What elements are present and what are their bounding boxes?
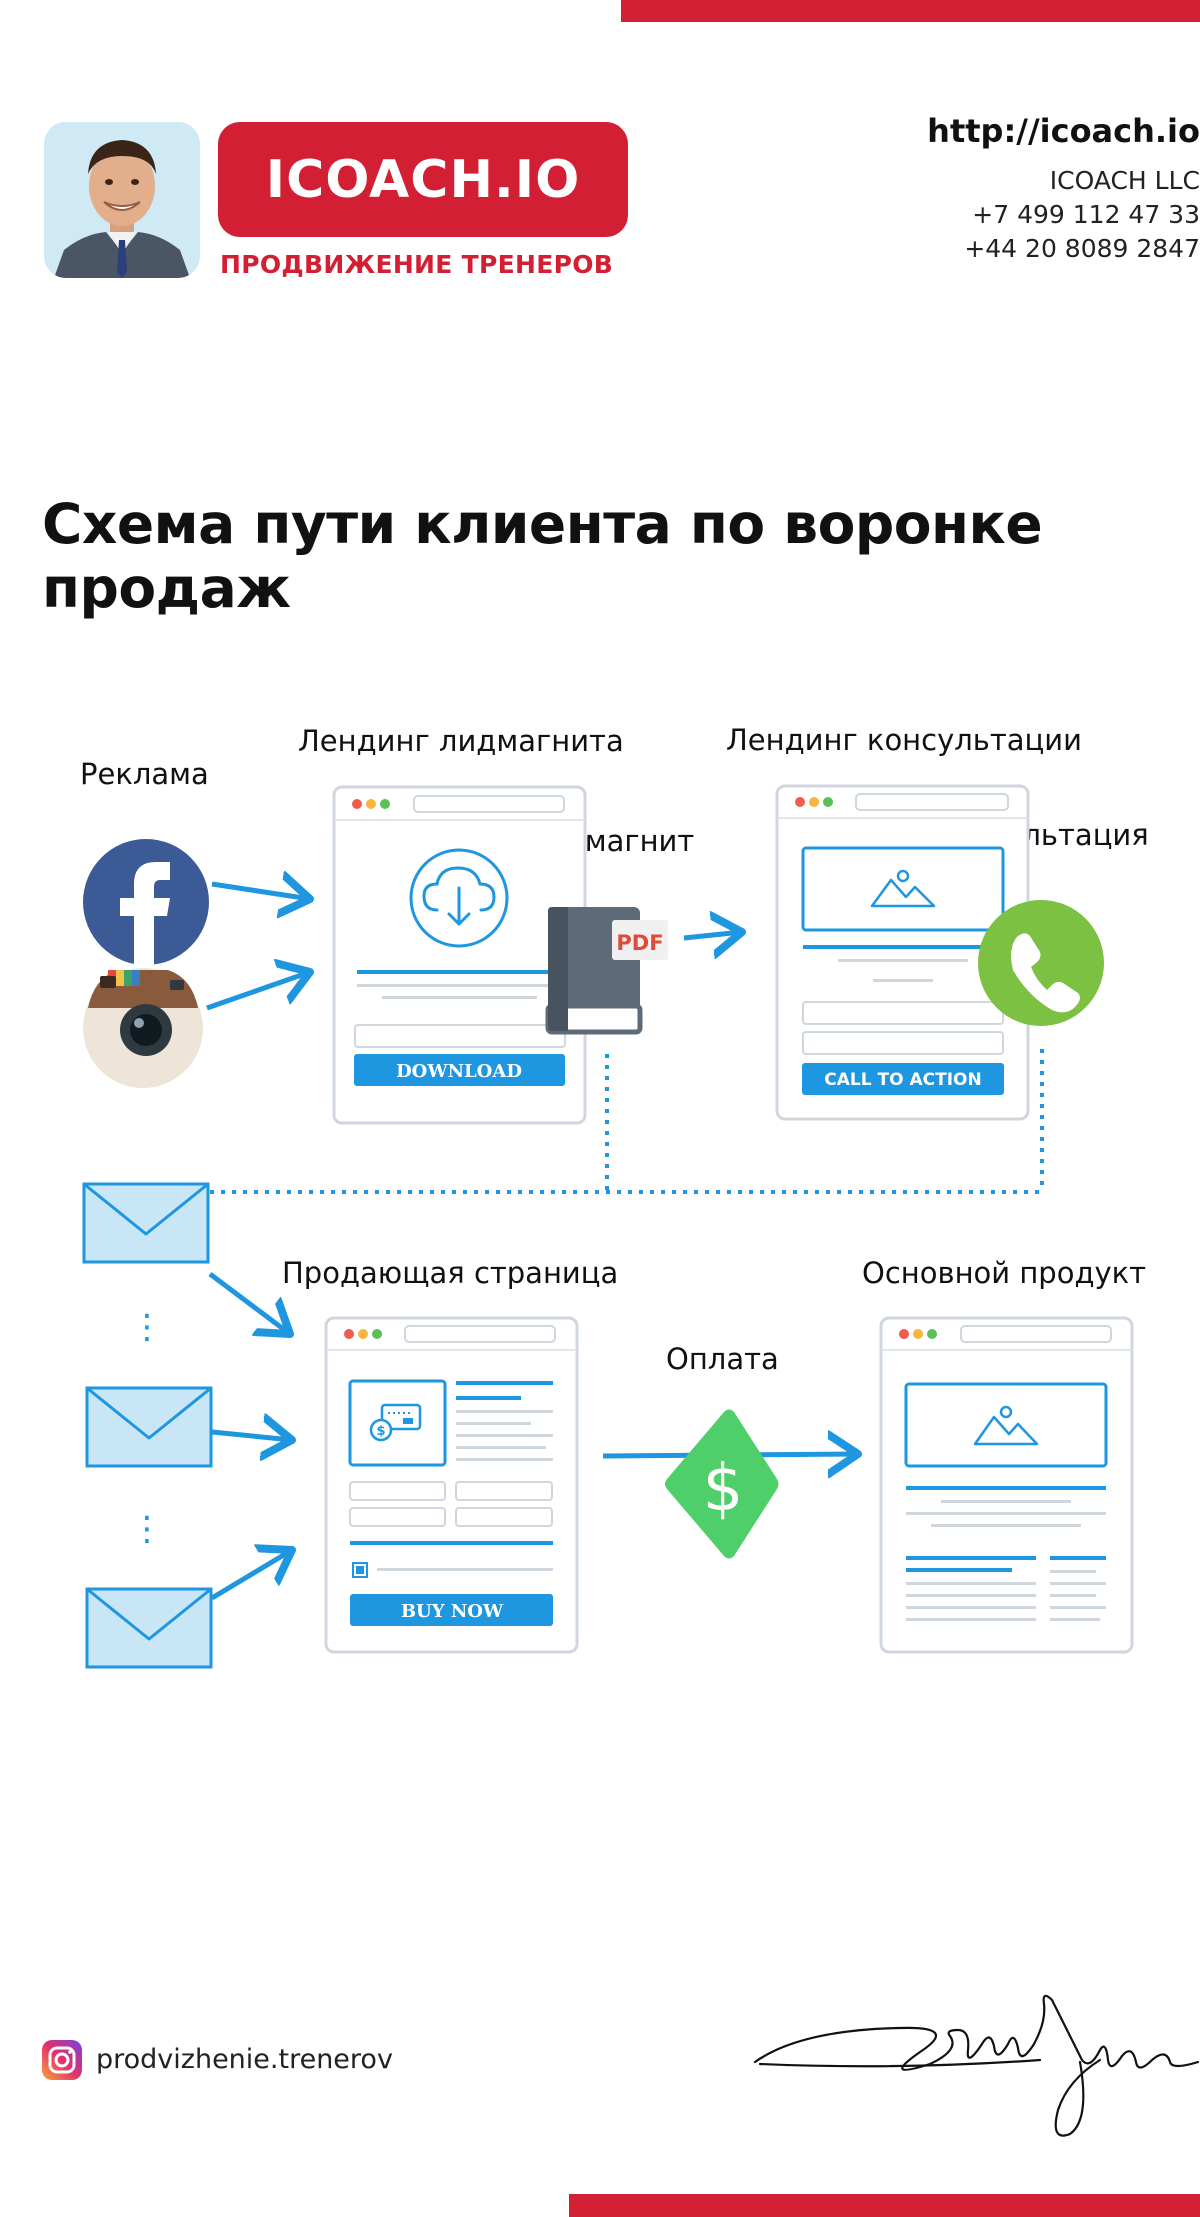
pdf-label: PDF: [616, 931, 663, 955]
consult-landing-label: Лендинг консультации: [726, 723, 1082, 757]
contact-block: http://icoach.io ICOACH LLC +7 499 112 4…: [840, 112, 1200, 266]
cta-button-label: CALL TO ACTION: [824, 1070, 981, 1090]
avatar: [44, 122, 200, 278]
phone-ru[interactable]: +7 499 112 47 33: [972, 200, 1200, 229]
buy-now-button[interactable]: [350, 1594, 553, 1626]
bottom-accent-bar: [569, 2194, 1200, 2217]
brand-logo[interactable]: ICOACH.IO: [218, 122, 628, 237]
sales-page-label: Продающая страница: [282, 1256, 619, 1290]
envelope-icon: [85, 1386, 213, 1468]
image-placeholder-icon: [973, 1405, 1039, 1446]
download-button-label: DOWNLOAD: [396, 1061, 522, 1082]
phone-icon: [978, 900, 1104, 1026]
ellipsis-bottom: ⋮: [130, 1509, 164, 1549]
facebook-icon: [83, 839, 209, 966]
brand-tagline: ПРОДВИЖЕНИЕ ТРЕНЕРОВ: [220, 250, 614, 279]
payment-card-icon: $: [369, 1403, 422, 1442]
phone-uk[interactable]: +44 20 8089 2847: [964, 234, 1200, 263]
cta-button[interactable]: [802, 1063, 1004, 1095]
main-product-label: Основной продукт: [862, 1256, 1147, 1290]
book-pdf-icon: PDF: [545, 907, 668, 1035]
envelope-icon: [85, 1587, 213, 1669]
instagram-handle[interactable]: prodvizhenie.trenerov: [96, 2044, 393, 2075]
ellipsis-top: ⋮: [130, 1307, 164, 1347]
instagram-small-icon: [42, 2040, 82, 2080]
sales-page: $ BUY NOW: [324, 1316, 579, 1654]
envelope-icon: [82, 1182, 210, 1264]
cloud-download-icon: [409, 848, 509, 948]
image-placeholder-icon: [870, 869, 936, 908]
dollar-diamond-icon: $: [665, 1409, 779, 1559]
lead-magnet-landing-page: DOWNLOAD: [332, 785, 587, 1125]
page-title: Схема пути клиента по воронке продаж: [42, 492, 1043, 620]
svg-text:$: $: [703, 1452, 744, 1526]
instagram-icon: [83, 968, 203, 1088]
avatar-portrait: [44, 122, 200, 278]
payment-label: Оплата: [666, 1342, 779, 1376]
signature: [753, 1994, 1200, 2137]
company-name: ICOACH LLC: [1049, 166, 1200, 195]
brand-name: ICOACH.IO: [265, 149, 581, 210]
ads-label: Реклама: [80, 757, 209, 791]
consult-landing-page: CALL TO ACTION: [775, 784, 1030, 1121]
lead-magnet-landing-label: Лендинг лидмагнита: [298, 724, 624, 758]
website-link[interactable]: http://icoach.io: [927, 112, 1200, 150]
svg-text:$: $: [376, 1424, 385, 1439]
top-accent-bar: [621, 0, 1200, 22]
main-product-page: [879, 1316, 1134, 1654]
download-button[interactable]: [354, 1054, 565, 1086]
buy-now-button-label: BUY NOW: [401, 1601, 504, 1622]
